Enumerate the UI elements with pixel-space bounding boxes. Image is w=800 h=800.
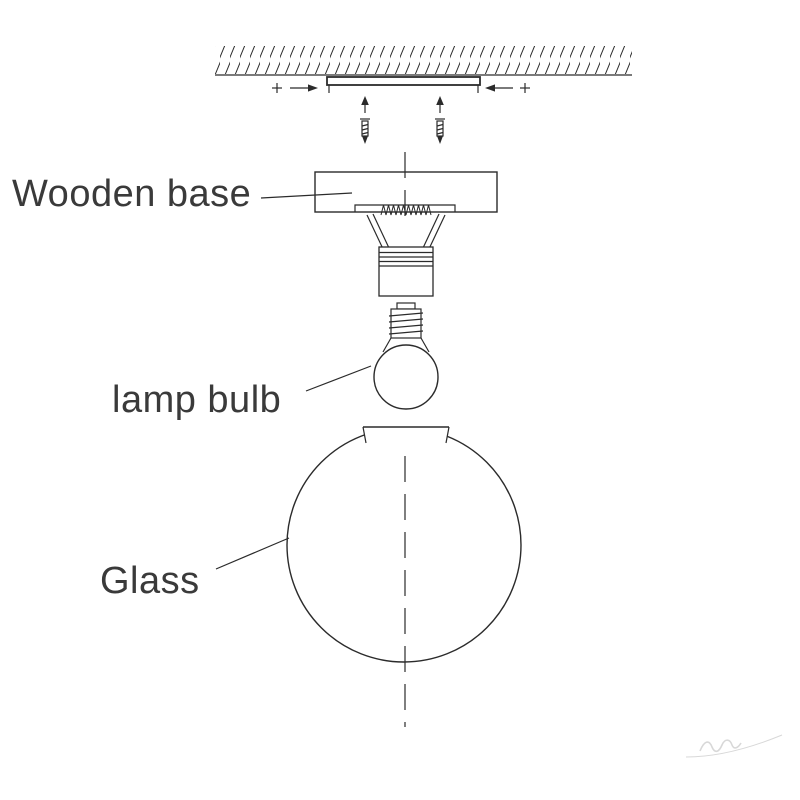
slide-arrow-right-icon (485, 83, 530, 93)
wooden-base-leader-line (260, 192, 353, 199)
mounting-plate (326, 76, 481, 93)
wooden-base-label: Wooden base (12, 173, 252, 215)
glass-leader-line (215, 537, 290, 570)
slide-arrow-left-icon (272, 83, 318, 93)
wooden-base-drawing (314, 171, 498, 213)
lamp-holder-drawing (366, 204, 446, 297)
glass-label: Glass (100, 560, 200, 602)
glass-sphere-drawing (286, 426, 522, 663)
watermark-signature (685, 734, 783, 758)
lamp-bulb-label: lamp bulb (112, 379, 282, 421)
ceiling-hatch (215, 46, 632, 76)
screw-left-icon (360, 96, 370, 144)
leader-lines (215, 192, 372, 570)
screw-right-icon (435, 96, 445, 144)
lamp-bulb-drawing (373, 302, 439, 410)
lamp-bulb-leader-line (305, 365, 372, 392)
